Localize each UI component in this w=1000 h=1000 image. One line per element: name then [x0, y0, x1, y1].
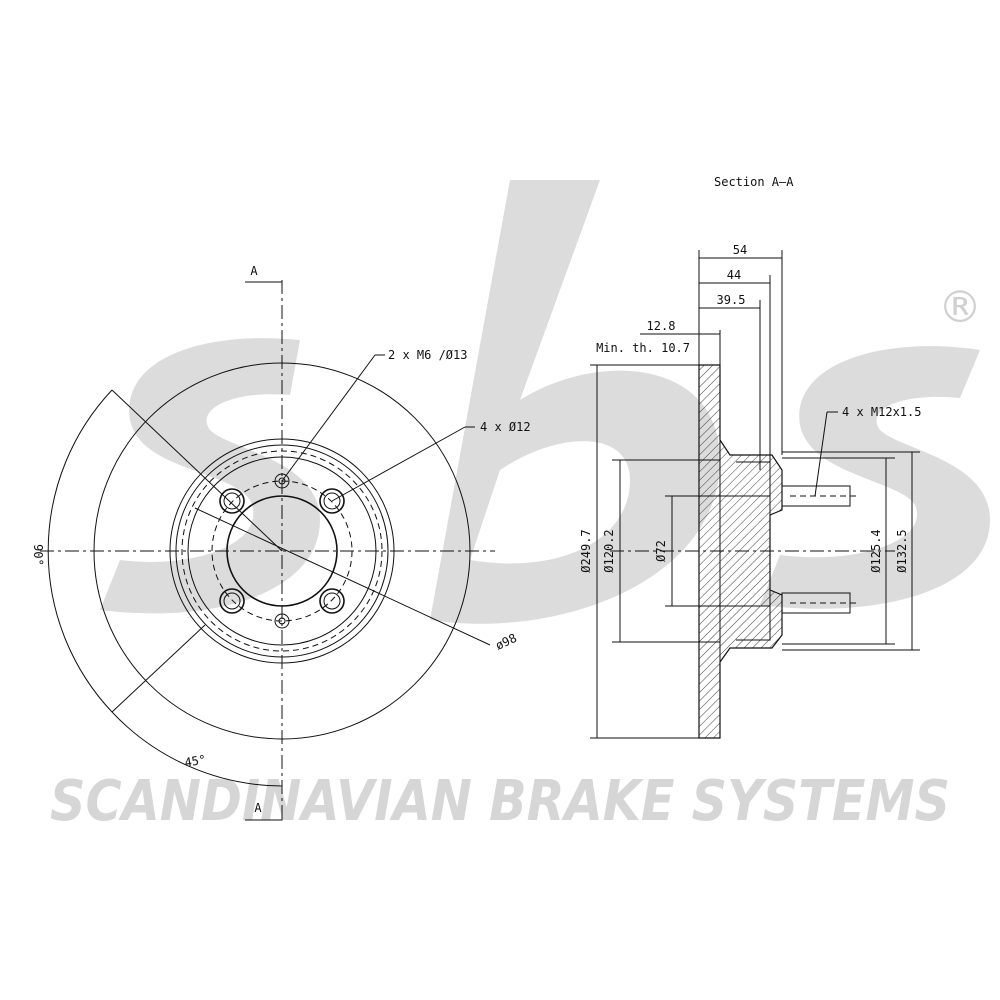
hat-diameter-label: Ø120.2: [602, 529, 616, 572]
brand-tagline: SCANDINAVIAN BRAKE SYSTEMS: [50, 769, 950, 834]
section-title: Section A–A: [714, 175, 794, 189]
angle-90-label: 90°: [31, 544, 45, 566]
inner-pilot-diameter-label: Ø125.4: [869, 529, 883, 572]
outer-diameter-label: Ø249.7: [579, 529, 593, 572]
sbs-watermark-logo: [100, 180, 990, 624]
angle-45-arc: [111, 711, 283, 787]
thread-holes-label: 2 x M6 /Ø13: [388, 348, 467, 362]
overall-height-label: 54: [733, 243, 747, 257]
front-view: 90° 45° ø98 2 x M6 /Ø13 4 x Ø12 A A: [31, 264, 531, 821]
registered-mark: ®: [938, 282, 982, 333]
bolt-holes-label: 4 x Ø12: [480, 420, 531, 434]
bore-diameter-label: Ø72: [654, 540, 668, 562]
angle-45-label: 45°: [183, 752, 207, 770]
section-view: Section A–A Ø249.7: [579, 175, 921, 739]
min-thickness-label: Min. th. 10.7: [596, 341, 690, 355]
bolt-hole: [319, 488, 345, 514]
wheel-stud: [781, 592, 860, 614]
bolt-hole: [319, 588, 345, 614]
wheel-stud: [781, 485, 860, 507]
bolt-hole: [219, 488, 245, 514]
outer-pilot-diameter-label: Ø132.5: [895, 529, 909, 572]
angle-90-arc: [47, 389, 113, 713]
thickness-label: 12.8: [647, 319, 676, 333]
section-marker-top: A: [250, 264, 258, 278]
bolt-hole: [219, 588, 245, 614]
hub-height-label: 39.5: [717, 293, 746, 307]
studs-label: 4 x M12x1.5: [842, 405, 921, 419]
pitch-circle-label: ø98: [493, 631, 519, 653]
section-marker-bottom: A: [254, 801, 262, 815]
hat-height-label: 44: [727, 268, 741, 282]
